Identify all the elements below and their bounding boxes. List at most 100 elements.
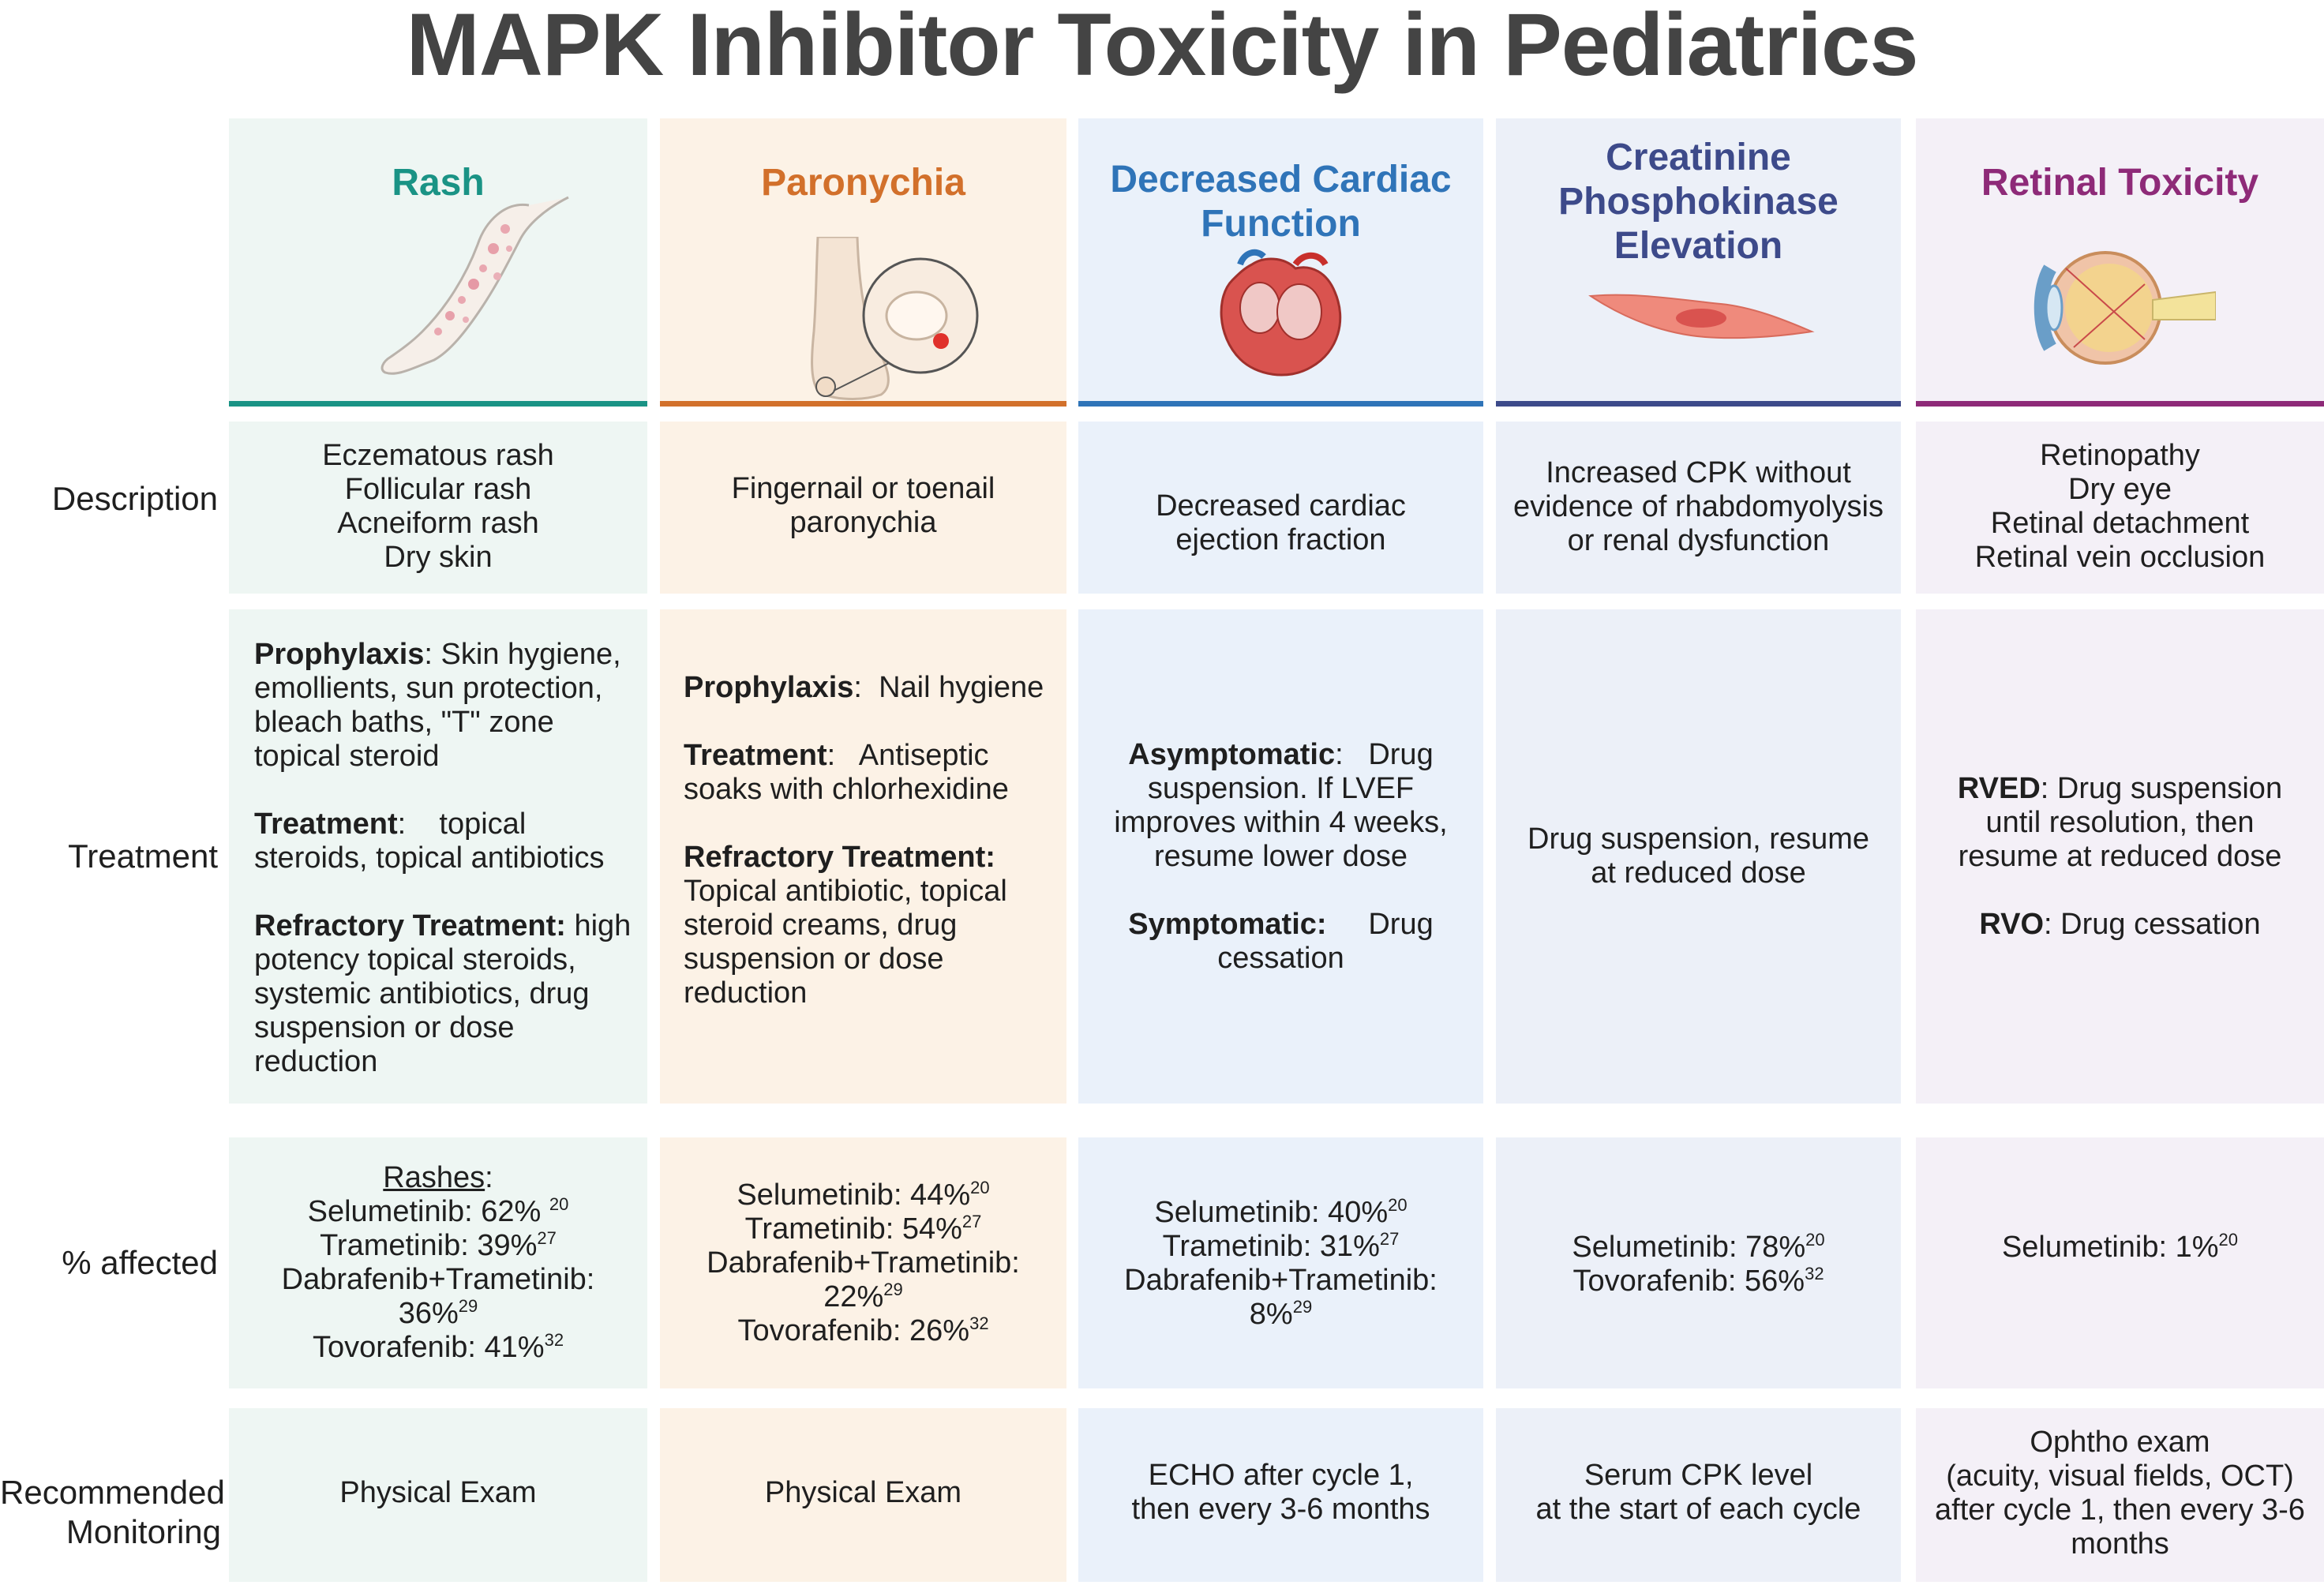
affected-line: Trametinib: 31%27	[1078, 1230, 1483, 1264]
reference-number: 29	[883, 1280, 903, 1299]
affected-cardiac: Selumetinib: 40%20 Trametinib: 31%27 Dab…	[1078, 1137, 1483, 1388]
reference-number: 20	[1805, 1230, 1825, 1250]
monitoring-text: Ophtho exam (acuity, visual fields, OCT)…	[1916, 1426, 2324, 1561]
reference-number: 32	[1805, 1264, 1824, 1283]
header-title-line: Elevation	[1614, 225, 1783, 267]
treatment-inline: : Nail hygiene	[853, 671, 1044, 704]
affected-line: Tovorafenib: 26%32	[660, 1314, 1066, 1348]
treatment-line: suspension or dose	[254, 1011, 515, 1044]
reference-number: 32	[969, 1313, 989, 1333]
reference-number: 29	[1292, 1297, 1313, 1317]
monitoring-paronychia: Physical Exam	[660, 1408, 1066, 1582]
affected-text: Selumetinib: 78%20 Tovorafenib: 56%32	[1496, 1231, 1901, 1298]
row-label-monitoring-line1: Recommended	[0, 1474, 225, 1511]
affected-value: Tovorafenib: 41%	[312, 1331, 545, 1364]
affected-line: Selumetinib: 78%20	[1496, 1231, 1901, 1265]
header-cardiac: Decreased Cardiac Function	[1078, 118, 1483, 407]
monitoring-line: after cycle 1, then every 3-6	[1935, 1493, 2305, 1527]
header-title-line: Phosphokinase	[1558, 181, 1839, 223]
treatment-cpk: Drug suspension, resume at reduced dose	[1496, 609, 1901, 1104]
monitoring-rash: Physical Exam	[229, 1408, 647, 1582]
affected-line: 8%29	[1078, 1298, 1483, 1332]
affected-line: Selumetinib: 40%20	[1078, 1196, 1483, 1230]
description-line: Dry skin	[384, 541, 493, 574]
affected-heading-suffix: :	[485, 1161, 493, 1194]
description-line: Acneiform rash	[337, 507, 539, 540]
treatment-line: suspension. If LVEF	[1147, 772, 1415, 805]
header-accent-line	[1916, 401, 2324, 407]
affected-value: Dabrafenib+Trametinib:	[707, 1246, 1020, 1280]
row-label-monitoring: Recommended Monitoring	[0, 1473, 225, 1552]
header-accent-line	[660, 401, 1066, 407]
affected-text: Rashes: Selumetinib: 62% 20 Trametinib: …	[229, 1161, 647, 1365]
treatment-rash: Prophylaxis: Skin hygiene, emollients, s…	[229, 609, 647, 1104]
monitoring-cpk: Serum CPK level at the start of each cyc…	[1496, 1408, 1901, 1582]
description-line: Fingernail or toenail	[731, 472, 995, 505]
treatment-line: RVO: Drug cessation	[1916, 908, 2324, 942]
header-accent-line	[1078, 401, 1483, 407]
description-line: Follicular rash	[344, 473, 532, 506]
treatment-line: Topical antibiotic, topical	[684, 875, 1007, 908]
affected-line: Selumetinib: 44%20	[660, 1178, 1066, 1212]
treatment-line: Prophylaxis: Nail hygiene	[684, 671, 1063, 705]
affected-line: 36%29	[229, 1297, 647, 1331]
treatment-text: RVED: Drug suspension until resolution, …	[1916, 772, 2324, 942]
affected-value: Tovorafenib: 26%	[737, 1314, 970, 1347]
monitoring-text: Physical Exam	[660, 1476, 1066, 1510]
reference-number: 32	[544, 1330, 564, 1350]
treatment-retinal: RVED: Drug suspension until resolution, …	[1916, 609, 2324, 1104]
treatment-inline: : Drug cessation	[2044, 908, 2261, 941]
treatment-bold: Prophylaxis	[254, 638, 425, 671]
affected-text: Selumetinib: 40%20 Trametinib: 31%27 Dab…	[1078, 1196, 1483, 1332]
description-cardiac: Decreased cardiac ejection fraction	[1078, 422, 1483, 594]
affected-value: 36%	[398, 1297, 459, 1330]
affected-line: Dabrafenib+Trametinib:	[660, 1246, 1066, 1280]
description-line: or renal dysfunction	[1567, 524, 1830, 557]
treatment-inline: : Drug	[1335, 738, 1434, 771]
header-title-cpk: Creatinine Phosphokinase Elevation	[1496, 136, 1901, 268]
treatment-inline: : Skin hygiene,	[424, 638, 621, 671]
affected-retinal: Selumetinib: 1%20	[1916, 1137, 2324, 1388]
treatment-bold: RVED	[1957, 772, 2041, 805]
monitoring-line: Physical Exam	[339, 1476, 537, 1509]
monitoring-line: Physical Exam	[764, 1476, 962, 1509]
row-label-affected: % affected	[62, 1244, 218, 1281]
monitoring-line: months	[2071, 1527, 2169, 1561]
treatment-line: resume at reduced dose	[1958, 840, 2282, 873]
description-line: Retinopathy	[2040, 439, 2200, 472]
description-line: Increased CPK without	[1546, 456, 1851, 489]
treatment-line: steroids, topical antibiotics	[254, 841, 605, 875]
page-title: MAPK Inhibitor Toxicity in Pediatrics	[406, 0, 1919, 94]
monitoring-text: ECHO after cycle 1, then every 3-6 month…	[1078, 1459, 1483, 1527]
treatment-inline: : Antiseptic	[827, 739, 989, 772]
reference-number: 27	[961, 1212, 982, 1231]
treatment-line: until resolution, then	[1985, 806, 2255, 839]
reference-number: 27	[1379, 1229, 1400, 1249]
affected-value: Dabrafenib+Trametinib:	[281, 1263, 595, 1296]
description-line: Dry eye	[2068, 473, 2172, 506]
monitoring-line: at the start of each cycle	[1535, 1493, 1861, 1526]
treatment-bold: Symptomatic:	[1128, 908, 1327, 941]
header-paronychia: Paronychia	[660, 118, 1066, 407]
affected-value: Selumetinib: 78%	[1572, 1231, 1806, 1264]
affected-line: 22%29	[660, 1280, 1066, 1314]
treatment-bold: Prophylaxis	[684, 671, 854, 704]
header-title-line: Function	[1201, 203, 1361, 245]
reference-number: 20	[549, 1194, 569, 1214]
affected-value: Selumetinib: 1%	[2001, 1231, 2219, 1264]
treatment-line: reduction	[254, 1045, 378, 1078]
monitoring-line: Ophtho exam	[2030, 1426, 2210, 1459]
reference-number: 29	[458, 1296, 478, 1316]
affected-text: Selumetinib: 44%20 Trametinib: 54%27 Dab…	[660, 1178, 1066, 1348]
monitoring-line: (acuity, visual fields, OCT)	[1946, 1459, 2294, 1493]
affected-line: Tovorafenib: 56%32	[1496, 1265, 1901, 1298]
row-label-description: Description	[51, 480, 218, 517]
eye-icon	[2034, 251, 2216, 365]
treatment-bold: Refractory Treatment:	[684, 841, 995, 874]
treatment-line: soaks with chlorhexidine	[684, 773, 1009, 806]
description-line: Decreased cardiac	[1156, 489, 1406, 523]
affected-cpk: Selumetinib: 78%20 Tovorafenib: 56%32	[1496, 1137, 1901, 1388]
treatment-bold: Asymptomatic	[1128, 738, 1336, 771]
monitoring-text: Serum CPK level at the start of each cyc…	[1496, 1459, 1901, 1527]
description-text: Increased CPK without evidence of rhabdo…	[1496, 456, 1901, 558]
